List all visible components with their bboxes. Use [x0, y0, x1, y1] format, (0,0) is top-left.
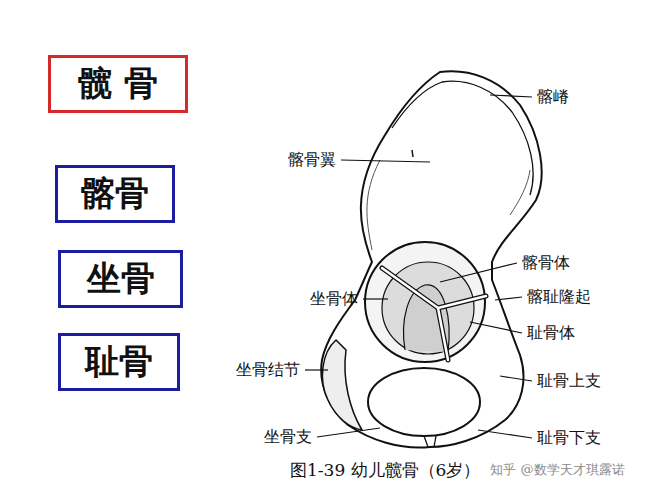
part-label: 耻骨下支 [537, 428, 601, 447]
part-label: 坐骨体 [310, 289, 358, 308]
ischiopubic-cartilage [424, 436, 436, 447]
leader-line [495, 297, 522, 300]
bone-box: 坐骨 [58, 250, 183, 308]
part-label: 坐骨支 [264, 427, 312, 446]
wing-shading [367, 160, 380, 250]
leader-line [478, 430, 532, 438]
iliac-crest-band [392, 81, 533, 195]
triradiate-cartilage [382, 268, 486, 360]
bone-box: 髋 骨 [48, 55, 188, 113]
part-label: 耻骨体 [527, 323, 575, 342]
acetabulum-rim [365, 242, 485, 362]
bone-box: 耻骨 [58, 333, 180, 391]
figure-caption: 图1-39 幼儿髋骨（6岁） [290, 460, 480, 480]
leader-line [490, 95, 532, 97]
leader-line [500, 376, 532, 381]
triradiate-cartilage [382, 268, 486, 360]
bone-box: 髂骨 [55, 165, 175, 223]
box-label: 耻骨 [85, 339, 153, 385]
part-label: 髂嵴 [537, 87, 569, 106]
box-label: 坐骨 [87, 256, 155, 302]
wing-shading [510, 170, 530, 215]
watermark: 知乎 @数学天才琪露诺 [490, 462, 624, 478]
nutrient-foramen [412, 150, 413, 157]
leader-line [305, 369, 328, 370]
box-label: 髋 骨 [78, 61, 158, 107]
box-label: 髂骨 [81, 171, 149, 217]
part-label: 坐骨结节 [236, 360, 300, 379]
leader-lines [305, 95, 532, 438]
leader-line [440, 263, 517, 282]
part-label: 髂耻隆起 [527, 287, 591, 306]
leader-line [470, 322, 522, 333]
part-label: 髂骨体 [522, 253, 570, 272]
leader-line [363, 298, 388, 299]
part-label: 耻骨上支 [537, 371, 601, 390]
obturator-foramen [368, 368, 480, 436]
leader-line [341, 160, 430, 162]
leader-line [317, 428, 380, 437]
ischial-tuberosity [322, 340, 362, 430]
part-label: 髂骨翼 [288, 150, 336, 169]
bone-outline [321, 71, 541, 447]
